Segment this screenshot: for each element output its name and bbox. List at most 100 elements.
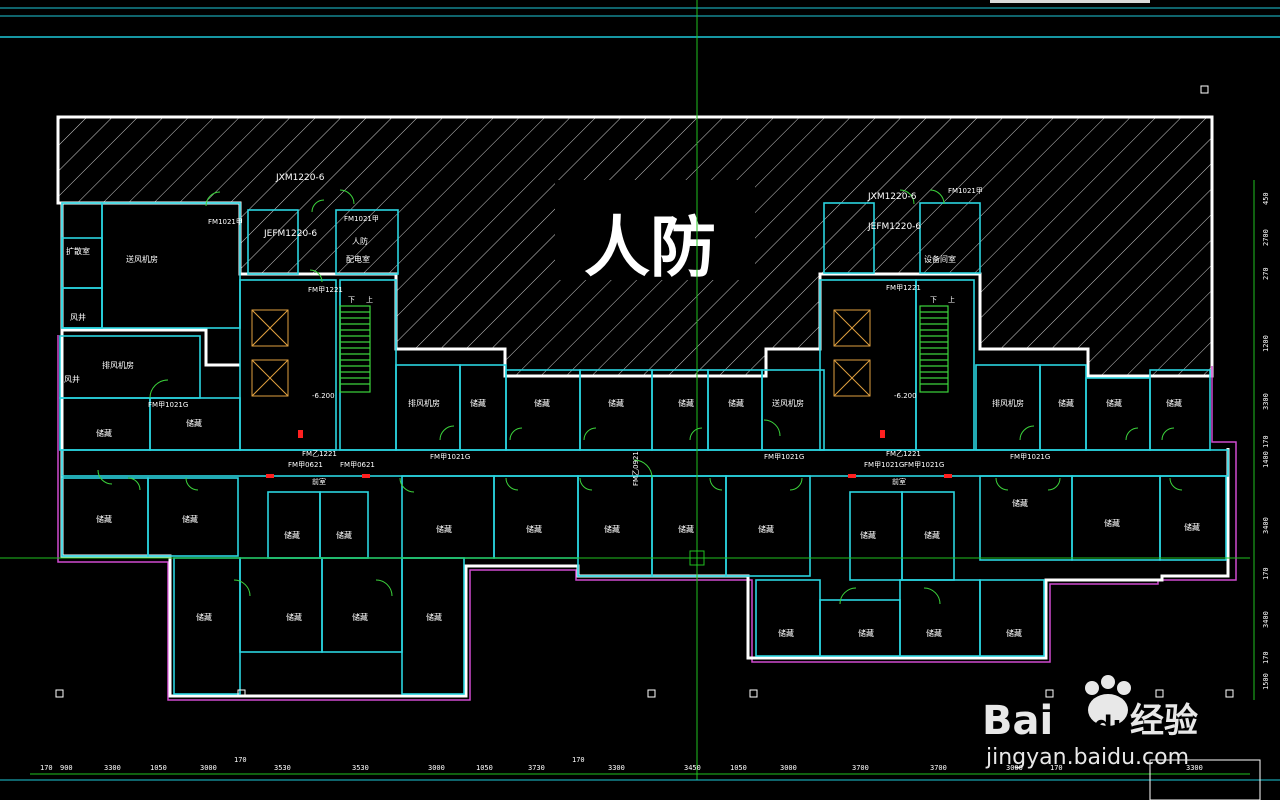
room-label: 储藏	[1104, 518, 1120, 528]
room-label: 储藏	[1012, 498, 1028, 508]
elevators	[251, 309, 871, 397]
grid-reference-marks	[55, 85, 1234, 698]
door-swings	[97, 189, 1183, 605]
room-label: 储藏	[470, 398, 486, 408]
annotations: -6.200 -6.200 前室 前室 下 上 下 上	[312, 295, 955, 486]
room-label: 储藏	[1058, 398, 1074, 408]
room-label: 储藏	[1006, 628, 1022, 638]
dimension-text: 3300	[1262, 393, 1270, 410]
dimension-text: 3450	[684, 764, 701, 772]
door-tag: FM乙0921	[632, 451, 640, 486]
dimension-text: 1400	[1262, 451, 1270, 468]
room-label: 储藏	[858, 628, 874, 638]
room-label: 配电室	[346, 254, 370, 264]
door-tag: FM甲1221	[308, 286, 343, 294]
dimension-text: 170	[1262, 567, 1270, 580]
dimension-text: 170	[572, 756, 585, 764]
dimension-text: 3000	[428, 764, 445, 772]
door-tag: JXM1220-6	[275, 173, 325, 183]
dimension-text: 450	[1262, 192, 1270, 205]
door-tag: FM乙1221	[302, 450, 337, 458]
dimension-text: 3700	[930, 764, 947, 772]
dimension-text: 170	[1262, 435, 1270, 448]
watermark-brand: Bai	[982, 698, 1053, 744]
door-tag: FM甲0621	[288, 461, 323, 469]
dimension-text: 3400	[1262, 517, 1270, 534]
room-labels-lower: 储藏 储藏 储藏 储藏 储藏 储藏 储藏 储藏 储藏 储藏 储藏 储藏 储藏 储…	[96, 498, 1200, 638]
dimension-text: 3530	[352, 764, 369, 772]
room-label: 储藏	[526, 524, 542, 534]
room-label: 储藏	[352, 612, 368, 622]
building-outline	[57, 335, 1237, 701]
drawing-title: 人防	[584, 209, 716, 286]
dimension-text: 3000	[1006, 764, 1023, 772]
room-label: 扩散室	[66, 246, 90, 256]
door-tag: FM甲0621	[340, 461, 375, 469]
room-label: 储藏	[1106, 398, 1122, 408]
room-label: 储藏	[96, 514, 112, 524]
lobby-label: 前室	[892, 477, 906, 486]
dimension-text: 3300	[104, 764, 121, 772]
watermark-url: jingyan.baidu.com	[985, 745, 1189, 770]
civil-defense-zone[interactable]: 人防	[56, 115, 1214, 378]
stairs-left	[339, 305, 371, 393]
door-tag: FM乙1221	[886, 450, 921, 458]
dimension-text: 1200	[1262, 335, 1270, 352]
stairs-right	[919, 305, 949, 393]
room-label: 储藏	[860, 530, 876, 540]
door-tags: JXM1220-6 FM1021甲 JEFM1220-6 FM1021甲 FM甲…	[148, 173, 1050, 486]
dimension-text: 3700	[852, 764, 869, 772]
red-markers	[266, 430, 952, 478]
baidu-watermark: Bai du 经验 jingyan.baidu.com	[982, 675, 1198, 770]
dimension-text: 2700	[1262, 229, 1270, 246]
room-label: 储藏	[926, 628, 942, 638]
stair-mark: 上	[366, 295, 373, 304]
dimension-text: 3000	[200, 764, 217, 772]
dimension-text: 3530	[274, 764, 291, 772]
stair-mark: 下	[348, 296, 355, 304]
dimension-text: 3400	[1262, 611, 1270, 628]
baidu-paw-icon	[1085, 675, 1131, 726]
level-tag: -6.200	[894, 392, 917, 400]
room-label: 储藏	[96, 428, 112, 438]
dimension-text: 1050	[476, 764, 493, 772]
room-label: 排风机房	[992, 398, 1024, 408]
room-label: 排风机房	[408, 398, 440, 408]
room-label: 储藏	[678, 398, 694, 408]
room-label: 储藏	[678, 524, 694, 534]
room-label: 储藏	[604, 524, 620, 534]
room-label: 风井	[70, 312, 86, 322]
room-label: 储藏	[608, 398, 624, 408]
dimension-text: 270	[1262, 267, 1270, 280]
room-label: 储藏	[924, 530, 940, 540]
stair-mark: 上	[948, 295, 955, 304]
room-label: 储藏	[728, 398, 744, 408]
room-labels-upper: 扩散室 送风机房 风井 人防 配电室 排风机房 风井 储藏 储藏 排风机房 储藏…	[64, 236, 1182, 438]
door-tag: FM甲1021G	[904, 461, 944, 469]
door-tag: FM甲1021G	[148, 401, 188, 409]
dimension-text: 3300	[608, 764, 625, 772]
side-dimension-chain: 450 2700 270 1200 3300 170 1400 3400 170…	[1253, 180, 1270, 700]
room-label: 储藏	[1166, 398, 1182, 408]
door-tag: FM甲1221	[886, 284, 921, 292]
room-label: 储藏	[426, 612, 442, 622]
dimension-text: 900	[60, 764, 73, 772]
dimension-text: 170	[234, 756, 247, 764]
room-label: 送风机房	[126, 254, 158, 264]
dimension-text: 3300	[1186, 764, 1203, 772]
door-tag: JEFM1220-6	[867, 222, 921, 232]
dimension-text: 3000	[780, 764, 797, 772]
room-label: 储藏	[436, 524, 452, 534]
dimension-text: 1500	[1262, 673, 1270, 690]
door-tag: JEFM1220-6	[263, 229, 317, 239]
dimension-text: 1050	[150, 764, 167, 772]
room-label: 风井	[64, 374, 80, 384]
room-label: 储藏	[182, 514, 198, 524]
room-label: 储藏	[186, 418, 202, 428]
door-tag: JXM1220-6	[867, 192, 917, 202]
door-tag: FM甲1021G	[1010, 453, 1050, 461]
room-label: 储藏	[778, 628, 794, 638]
dimension-text: 170	[1262, 651, 1270, 664]
room-label: 人防	[352, 236, 368, 246]
